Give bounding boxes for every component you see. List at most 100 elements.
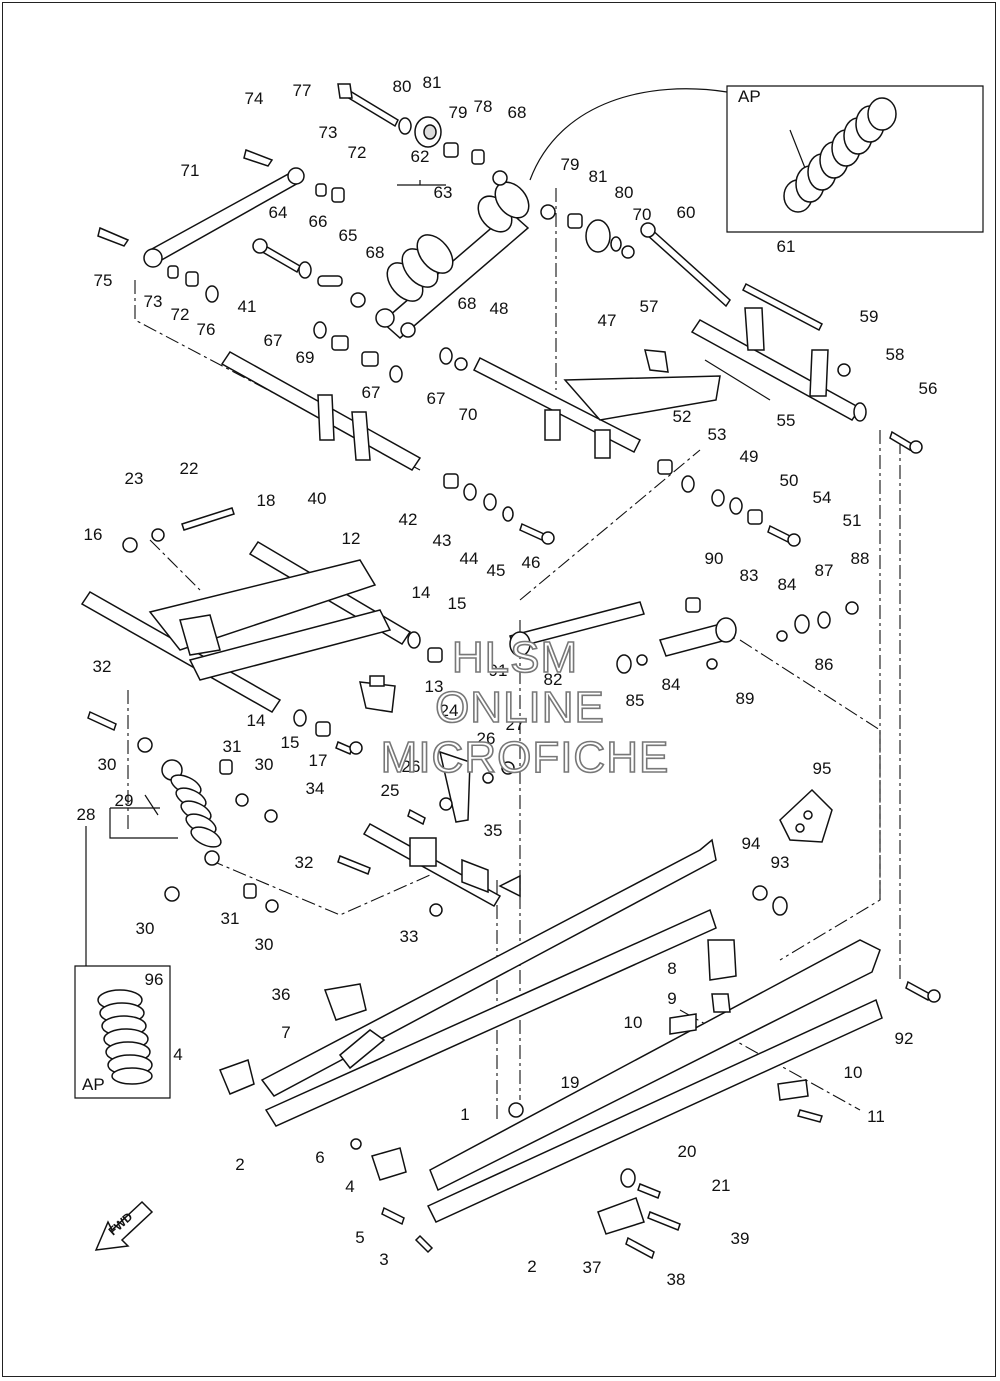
callout-67: 67 (362, 383, 381, 402)
callout-80: 80 (393, 77, 412, 96)
callout-31: 31 (223, 737, 242, 756)
callout-30: 30 (136, 919, 155, 938)
callout-41: 41 (238, 297, 257, 316)
callout-6: 6 (315, 1148, 324, 1167)
link-83 (616, 597, 859, 674)
front-shock-28 (109, 759, 222, 866)
callout-49: 49 (740, 447, 759, 466)
callout-84: 84 (778, 575, 797, 594)
callout-61: 61 (777, 237, 796, 256)
callout-32: 32 (93, 657, 112, 676)
callout-3: 3 (379, 1250, 388, 1269)
callout-10: 10 (844, 1063, 863, 1082)
callout-16: 16 (84, 525, 103, 544)
callout-36: 36 (272, 985, 291, 1004)
callout-53: 53 (708, 425, 727, 444)
washers-collars-upper (167, 116, 635, 338)
callout-9: 9 (667, 989, 676, 1008)
callout-32: 32 (295, 853, 314, 872)
callout-47: 47 (598, 311, 617, 330)
callout-62: 62 (411, 147, 430, 166)
callout-52: 52 (673, 407, 692, 426)
callout-50: 50 (780, 471, 799, 490)
callout-73: 73 (144, 292, 163, 311)
spring-inset-top: AP (529, 85, 984, 233)
callout-37: 37 (583, 1258, 602, 1277)
main-frame-12 (80, 540, 412, 713)
callout-65: 65 (339, 226, 358, 245)
callout-30: 30 (255, 935, 274, 954)
callout-82: 82 (544, 670, 563, 689)
callout-14: 14 (412, 583, 431, 602)
callout-80: 80 (615, 183, 634, 202)
callout-22: 22 (180, 459, 199, 478)
fwd-arrow-icon: FWD (94, 1200, 154, 1251)
watermark-line: ONLINE (435, 683, 605, 732)
bracket-95 (752, 788, 833, 916)
callout-1: 1 (460, 1105, 469, 1124)
callout-29: 29 (115, 791, 134, 810)
arm-82-91 (509, 601, 645, 657)
rear-arm-55 (690, 307, 862, 421)
callout-93: 93 (771, 853, 790, 872)
callout-60: 60 (677, 203, 696, 222)
callout-68: 68 (508, 103, 527, 122)
callout-30: 30 (98, 755, 117, 774)
callout-21: 21 (712, 1176, 731, 1195)
callout-12: 12 (342, 529, 361, 548)
callout-17: 17 (309, 751, 328, 770)
callout-54: 54 (813, 488, 832, 507)
callout-4: 4 (345, 1177, 354, 1196)
shaft-41 (220, 351, 422, 471)
callout-20: 20 (678, 1142, 697, 1161)
callout-76: 76 (197, 320, 216, 339)
callout-5: 5 (355, 1228, 364, 1247)
callout-69: 69 (296, 348, 315, 367)
callout-86: 86 (815, 655, 834, 674)
callout-38: 38 (667, 1270, 686, 1289)
bushings-42-46 (443, 473, 555, 545)
callout-68: 68 (458, 294, 477, 313)
callout-27: 27 (506, 715, 525, 734)
callout-78: 78 (474, 97, 493, 116)
callout-81: 81 (423, 73, 442, 92)
callout-73: 73 (319, 123, 338, 142)
callout-10: 10 (624, 1013, 643, 1032)
callout-70: 70 (459, 405, 478, 424)
callout-74: 74 (245, 89, 264, 108)
front-arm-47 (472, 349, 721, 459)
callout-28: 28 (77, 805, 96, 824)
callout-77: 77 (293, 81, 312, 100)
callout-35: 35 (484, 821, 503, 840)
callout-7: 7 (281, 1023, 290, 1042)
callout-94: 94 (742, 834, 761, 853)
callout-57: 57 (640, 297, 659, 316)
callout-25: 25 (381, 781, 400, 800)
callout-43: 43 (433, 531, 452, 550)
callout-64: 64 (269, 203, 288, 222)
callout-89: 89 (736, 689, 755, 708)
bolt-60 (640, 222, 731, 308)
callout-96: 96 (145, 970, 164, 989)
spring-97 (783, 97, 897, 213)
callout-75: 75 (94, 271, 113, 290)
callout-24: 24 (440, 701, 459, 720)
callout-39: 39 (731, 1229, 750, 1248)
callout-67: 67 (264, 331, 283, 350)
slide-rail-left-7 (260, 838, 717, 1127)
callout-13: 13 (425, 677, 444, 696)
callout-2: 2 (235, 1155, 244, 1174)
callout-31: 31 (221, 909, 240, 928)
collars-14-15-17 (293, 631, 443, 756)
callout-66: 66 (309, 212, 328, 231)
callout-14: 14 (247, 711, 266, 730)
bolt-64 (252, 238, 301, 274)
callout-30: 30 (255, 755, 274, 774)
callout-4: 4 (173, 1045, 182, 1064)
inset-top-label: AP (738, 87, 761, 106)
rocker-arm-35 (362, 822, 521, 908)
